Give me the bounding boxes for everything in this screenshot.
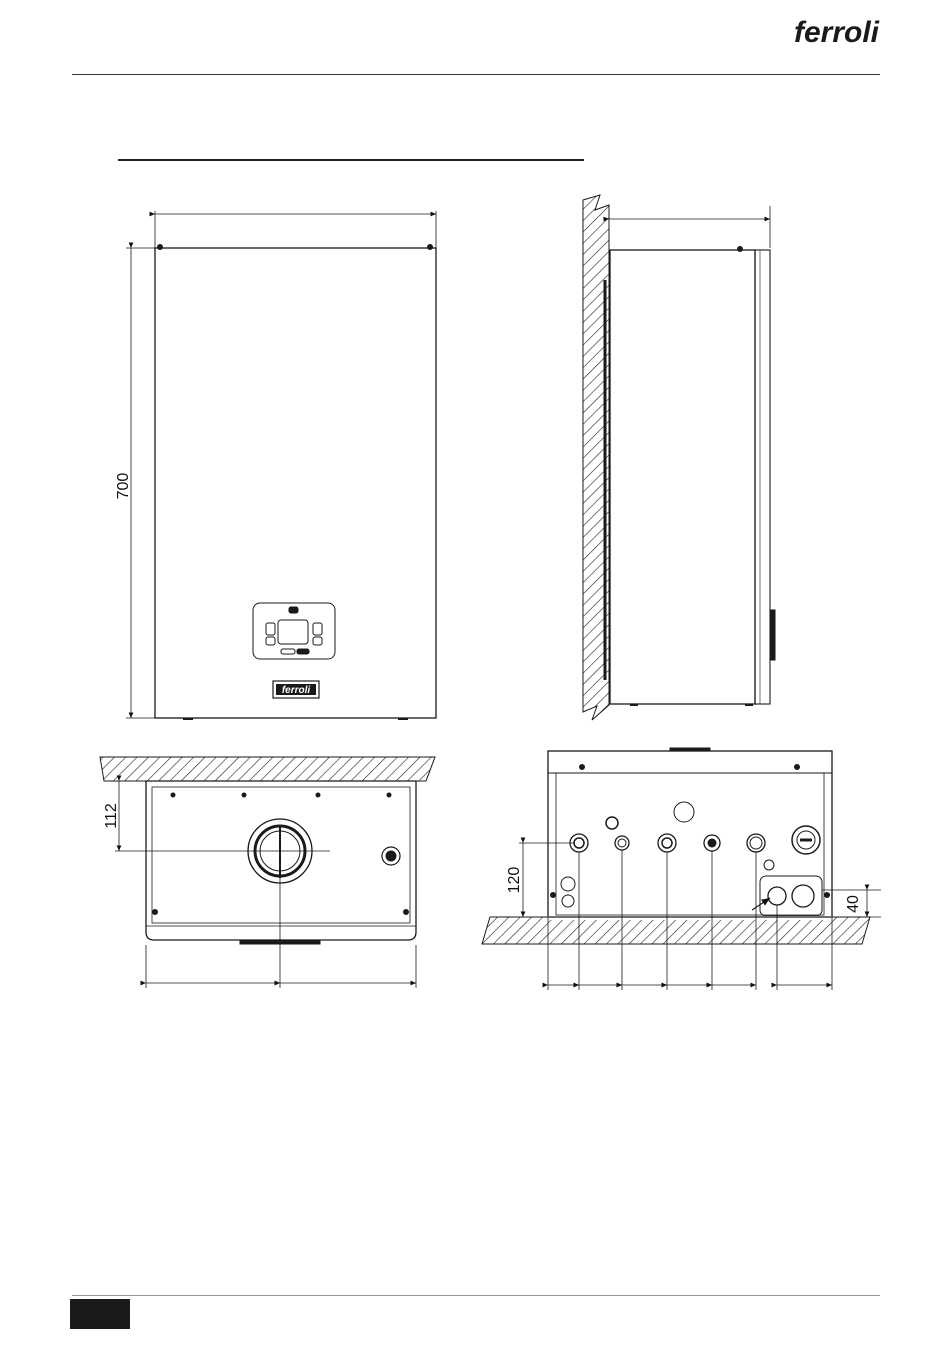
footer-rule: [72, 1295, 880, 1296]
top-depth-label: 112: [103, 803, 120, 829]
bottom-side-label: 40: [845, 895, 862, 913]
front-height-label: 700: [115, 473, 132, 500]
top-view: [100, 757, 435, 988]
bottom-height-label: 120: [506, 867, 523, 894]
badge-text: ferroli: [282, 685, 311, 696]
front-view: [126, 211, 436, 719]
bottom-view: [482, 748, 881, 990]
page-number-tab: [70, 1299, 130, 1329]
front-badge: ferroli: [273, 681, 319, 698]
side-view: [583, 195, 775, 720]
